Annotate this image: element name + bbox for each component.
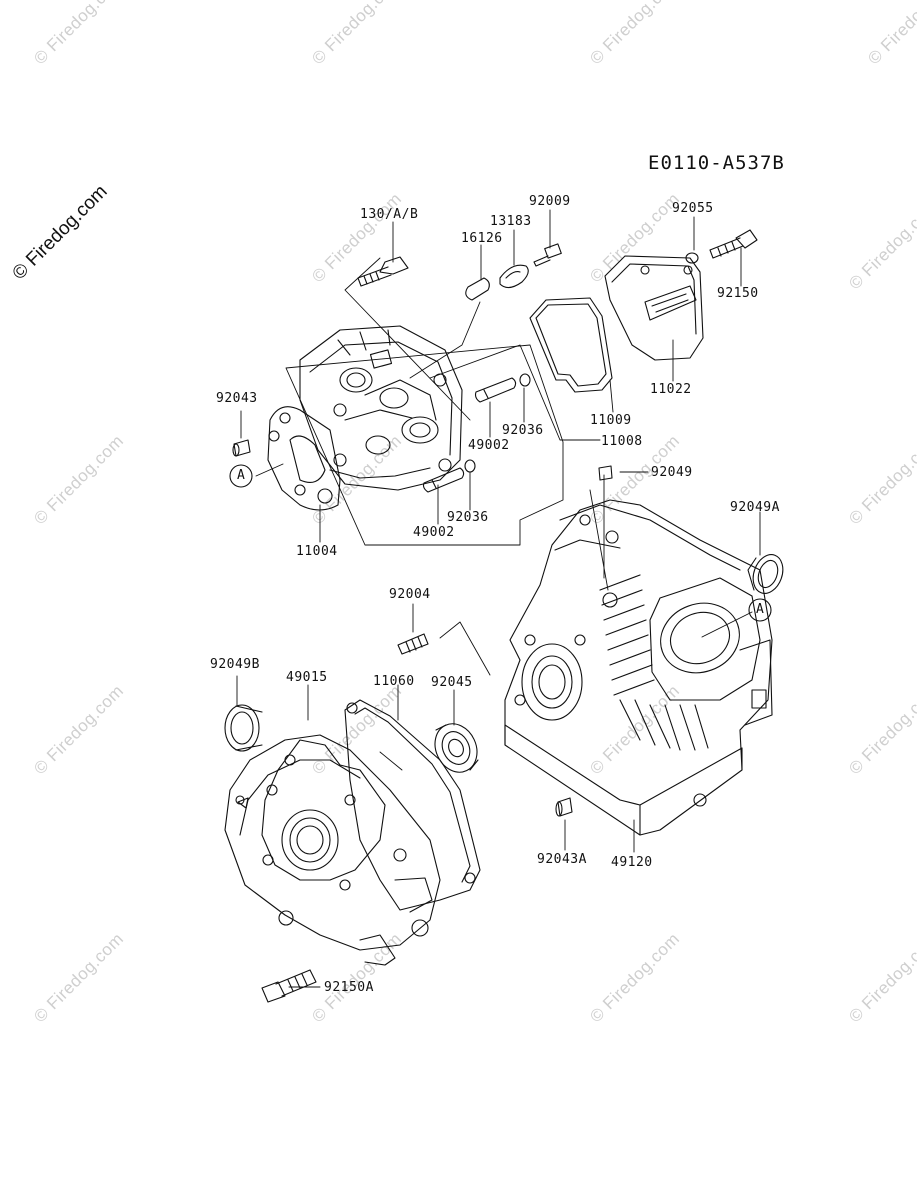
oil-seal-92049B: [224, 704, 263, 752]
part-label: 92043: [216, 391, 258, 406]
screw-92009: [533, 243, 562, 267]
bolt-92150: [709, 229, 758, 259]
callout-a-circle-right: [748, 598, 772, 622]
part-label: 13183: [490, 214, 532, 229]
gasket-11004: [267, 406, 341, 511]
part-label: 92049B: [210, 657, 260, 672]
pin-16126: [465, 277, 490, 301]
pushrod-49002-lower: [422, 459, 476, 493]
diagram-code: E0110-A537B: [648, 152, 785, 174]
cylinder-head: [299, 325, 463, 491]
part-label: 49002: [468, 438, 510, 453]
callout-a-circle-left: [229, 464, 253, 488]
part-label: 49120: [611, 855, 653, 870]
part-label: 11008: [601, 434, 643, 449]
part-label: 92036: [502, 423, 544, 438]
part-label: 92036: [447, 510, 489, 525]
stud-92004: [397, 633, 429, 655]
part-label: 49002: [413, 525, 455, 540]
pushrod-49002-upper: [474, 373, 531, 403]
bearing-92045: [434, 723, 479, 773]
oil-seal-92049A: [747, 554, 784, 594]
part-label: 11009: [590, 413, 632, 428]
part-label: 92150: [717, 286, 759, 301]
crankcase-cover-49015: [224, 734, 441, 966]
gasket-13183: [499, 264, 529, 289]
gasket-11060: [344, 699, 481, 911]
leader-lines: [236, 209, 761, 988]
part-label: 92150A: [324, 980, 374, 995]
valve-cover-11022: [604, 255, 704, 361]
bolt-92150A: [261, 969, 317, 1003]
part-label: 92049A: [730, 500, 780, 515]
gasket-11009: [529, 297, 613, 393]
callout-a-left: A: [237, 468, 246, 483]
part-label: 11060: [373, 674, 415, 689]
dowel-92043A: [555, 797, 573, 817]
plug-92049: [598, 465, 613, 481]
part-label: 49015: [286, 670, 328, 685]
part-label: 92045: [431, 675, 473, 690]
part-label: 92049: [651, 465, 693, 480]
part-label: 92004: [389, 587, 431, 602]
part-label: 16126: [461, 231, 503, 246]
assembly-bracket: [285, 344, 564, 546]
part-label: 11004: [296, 544, 338, 559]
part-label: 130/A/B: [360, 207, 419, 222]
part-label: 11022: [650, 382, 692, 397]
part-label: 92009: [529, 194, 571, 209]
part-label: 92043A: [537, 852, 587, 867]
part-label: 92055: [672, 201, 714, 216]
crankcase-49120: [504, 499, 773, 836]
callout-a-right: A: [756, 602, 765, 617]
dowel-92043: [232, 439, 251, 457]
bolt-130: [357, 256, 409, 287]
